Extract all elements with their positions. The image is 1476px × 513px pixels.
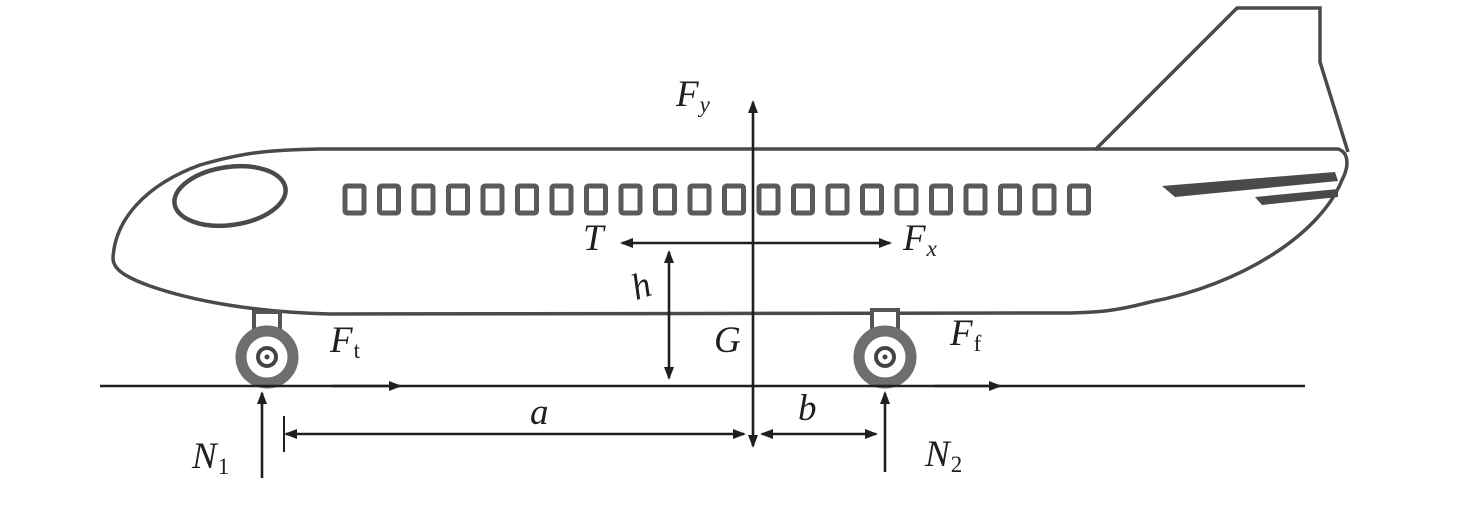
wing-edge (1162, 172, 1338, 197)
cockpit-window (172, 163, 288, 229)
tailplane-edge (1255, 189, 1338, 205)
label-n1-sub: 1 (217, 453, 230, 479)
label-n2-sub: 2 (950, 451, 963, 477)
label-n2: N2 (925, 436, 962, 477)
label-n1-main: N (192, 436, 217, 477)
label-fx-sub: x (926, 235, 937, 261)
tail-fin (1093, 6, 1350, 153)
label-b-main: b (798, 388, 817, 429)
label-fy-main: F (676, 74, 699, 115)
label-a: a (530, 394, 549, 431)
label-ft-sub: t (353, 337, 360, 363)
label-b: b (798, 390, 817, 427)
window-row (345, 186, 1089, 213)
label-g-main: G (714, 320, 741, 361)
label-fy: Fy (676, 76, 710, 117)
label-t: T (583, 220, 604, 257)
label-fx-main: F (903, 218, 926, 259)
label-n1: N1 (192, 438, 229, 479)
label-ft: Ft (330, 322, 360, 363)
label-t-main: T (583, 218, 604, 259)
label-ff-sub: f (973, 330, 982, 356)
label-n2-main: N (925, 434, 950, 475)
label-g: G (714, 322, 741, 359)
fuselage-outline (111, 147, 1349, 316)
label-fx: Fx (903, 220, 937, 261)
label-a-main: a (530, 392, 549, 433)
label-ff: Ff (950, 315, 981, 356)
label-fy-sub: y (699, 91, 710, 117)
rear-landing-gear (853, 308, 917, 389)
label-ff-main: F (950, 313, 973, 354)
label-ft-main: F (330, 320, 353, 361)
front-landing-gear (235, 310, 299, 389)
